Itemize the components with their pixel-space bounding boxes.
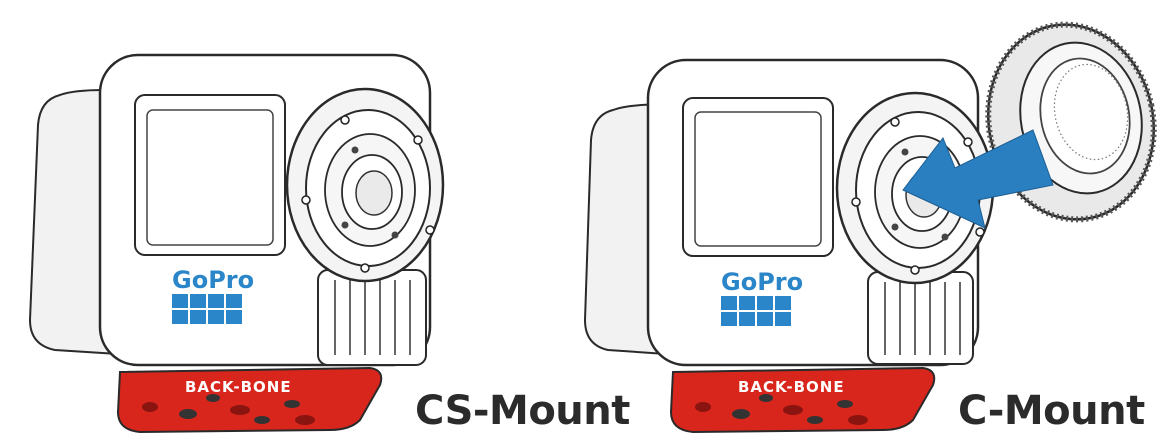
cs-mount-label: CS-Mount <box>415 388 630 434</box>
arrow-icon <box>902 129 1054 229</box>
backbone-logo-text: BACK-BONE <box>738 378 845 396</box>
camera-screen <box>694 111 822 247</box>
camera-grille <box>867 271 974 365</box>
c-mount-label: C-Mount <box>958 388 1145 434</box>
c-mount-camera-illustration: GoPro <box>583 21 1157 434</box>
backbone-base-plate: BACK-BONE <box>116 366 383 434</box>
cs-lens-mount <box>285 87 445 283</box>
gopro-logo: GoPro <box>721 268 803 326</box>
c-mount-panel: GoPro <box>583 0 1166 448</box>
backbone-base-plate: BACK-BONE <box>669 366 936 434</box>
gopro-logo-text: GoPro <box>721 268 803 296</box>
camera-screen <box>146 109 274 246</box>
cs-mount-panel: GoPro <box>28 53 445 434</box>
cs-mount-camera-illustration: GoPro <box>28 53 445 434</box>
gopro-logo-text: GoPro <box>172 266 254 294</box>
gopro-logo: GoPro <box>172 266 254 324</box>
c-mount-adapter-ring <box>985 21 1157 223</box>
backbone-logo-text: BACK-BONE <box>185 378 292 396</box>
camera-grille <box>317 269 427 366</box>
